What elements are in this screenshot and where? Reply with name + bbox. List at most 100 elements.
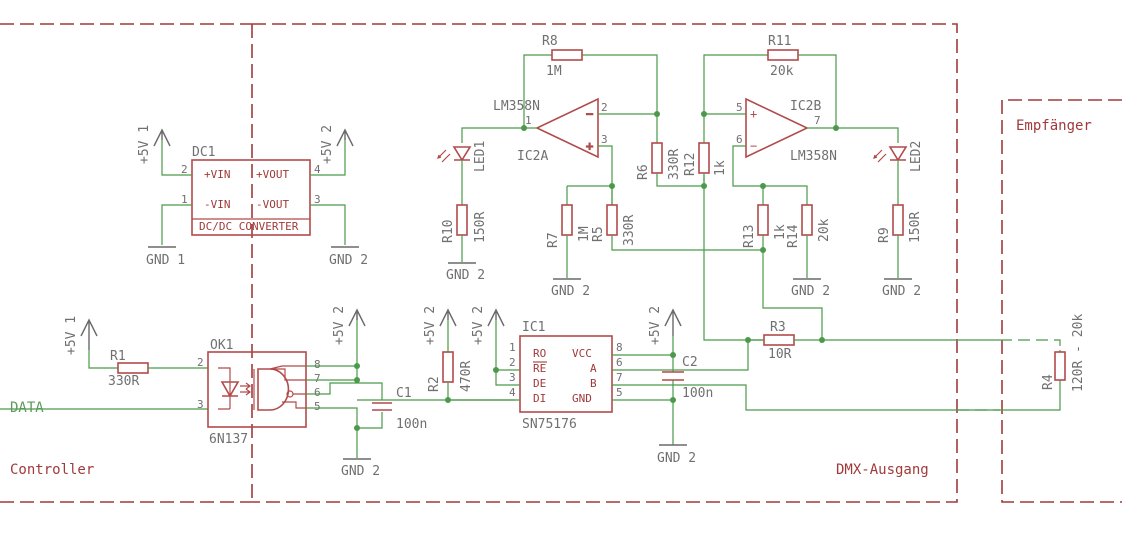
gnd-symbol-c2: GND 2 [657,444,696,466]
ok1-ref: OK1 [210,338,233,353]
r1-body [117,362,149,374]
r10-body [456,204,468,236]
ic1-ref: IC1 [522,320,545,335]
r2-body [442,351,454,383]
r12-ref: R12 [683,153,698,176]
svg-text:7: 7 [616,371,623,384]
svg-text:+5V 1: +5V 1 [64,316,79,355]
vcc-symbol-dc1-left: +5V 1 [137,125,171,164]
c1-ref: C1 [396,386,412,401]
led2: LED2 [873,141,924,172]
svg-text:5: 5 [736,101,743,114]
svg-text:6: 6 [736,133,743,146]
ok1-pin2: 2 [197,356,204,369]
r9-value: 150R [908,212,923,243]
section-label-dmx-output: DMX-Ausgang [836,462,929,478]
r1-ref: R1 [110,349,126,364]
ok1-value: 6N137 [209,432,248,447]
svg-text:GND 2: GND 2 [446,268,485,283]
r9-body [892,204,904,236]
r5-value: 330R [622,215,637,246]
data-signal-label: DATA [10,400,44,416]
r7-ref: R7 [546,232,561,248]
svg-text:−: − [750,139,757,153]
c1-body [372,402,392,411]
r14-body [801,204,813,236]
ic2b-ref: IC2B [790,99,821,114]
gnd-symbol-dc1-left: GND 1 [146,246,185,268]
ok1-body [207,351,307,428]
svg-text:2: 2 [601,101,608,114]
vcc-symbol-r1: +5V 1 [64,316,98,355]
r4-body [1054,351,1066,381]
r5-ref: R5 [591,226,606,242]
ok1-pin8: 8 [314,358,321,371]
r6-body [651,142,663,174]
svg-text:3: 3 [601,133,608,146]
r11-body [767,49,799,61]
ic1-ro: RO [533,347,546,360]
r7-value: 1M [577,226,592,242]
svg-text:3: 3 [509,371,516,384]
dc1-pin1: 1 [181,193,188,206]
ic2a-value: LM358N [493,99,540,114]
r5-body [606,204,618,236]
ic1-vcc: VCC [572,347,592,360]
r1-value: 330R [108,374,139,389]
vcc-symbol-c2: +5V 2 [648,306,682,345]
c2-ref: C2 [682,355,698,370]
dc1-vin-plus: +VIN [204,168,231,181]
controller-frame [0,23,253,503]
dc1-body [191,159,311,236]
ic1-b: B [590,377,597,390]
ok1-pin3: 3 [197,398,204,411]
r4-value: 120R - 20k [1071,314,1086,392]
svg-text:+5V 1: +5V 1 [137,125,152,164]
led1: LED1 [437,141,488,172]
dc1-pin4: 4 [314,163,321,176]
r3-value: 10R [768,347,792,362]
r6-value: 330R [667,149,682,180]
svg-text:7: 7 [814,114,821,127]
svg-text:+5V 2: +5V 2 [332,306,347,345]
ic2a-opamp: LM358N IC2A 1 2 3 − + [493,97,608,164]
r14-value: 20k [817,218,832,242]
ic1-sn75176: IC1 SN75176 RO RE DE DI VCC A B GND 1 2 … [509,320,623,432]
svg-text:1: 1 [509,341,516,354]
c1-value: 100n [396,417,427,432]
dc-dc-converter: DC1 +VIN -VIN +VOUT -VOUT DC/DC CONVERTE… [161,140,346,245]
dc1-pin3: 3 [314,193,321,206]
svg-text:+: + [586,139,593,153]
ic1-di: DI [533,392,546,405]
ic1-value: SN75176 [522,417,577,432]
ic1-body [519,335,613,413]
r13-value: 1k [773,224,788,240]
svg-text:+5V 2: +5V 2 [423,306,438,345]
section-frames [0,23,1122,503]
gnd-symbol-r14: GND 2 [791,278,830,299]
svg-text:GND 2: GND 2 [791,284,830,299]
svg-text:+: + [750,107,757,121]
svg-text:GND 2: GND 2 [329,253,368,268]
r13-ref: R13 [742,225,757,248]
r14-ref: R14 [786,224,801,248]
r9-ref: R9 [877,227,892,243]
ic1-re: RE [533,362,546,375]
r8-ref: R8 [542,34,558,49]
r10-ref: R10 [441,220,456,243]
svg-text:6: 6 [616,356,623,369]
r2-value: 470R [459,361,474,392]
r11-value: 20k [770,64,794,79]
svg-text:GND 2: GND 2 [551,284,590,299]
svg-text:GND 2: GND 2 [341,464,380,479]
r10-value: 150R [473,212,488,243]
ic1-a: A [590,362,597,375]
dc1-name: DC/DC CONVERTER [199,220,299,233]
dc1-ref: DC1 [192,145,215,160]
r12-body [698,142,710,174]
led1-ref: LED1 [473,141,488,172]
vcc-symbol-ok1: +5V 2 [332,306,366,345]
ok1-pin7: 7 [314,372,321,385]
svg-text:GND 2: GND 2 [657,451,696,466]
